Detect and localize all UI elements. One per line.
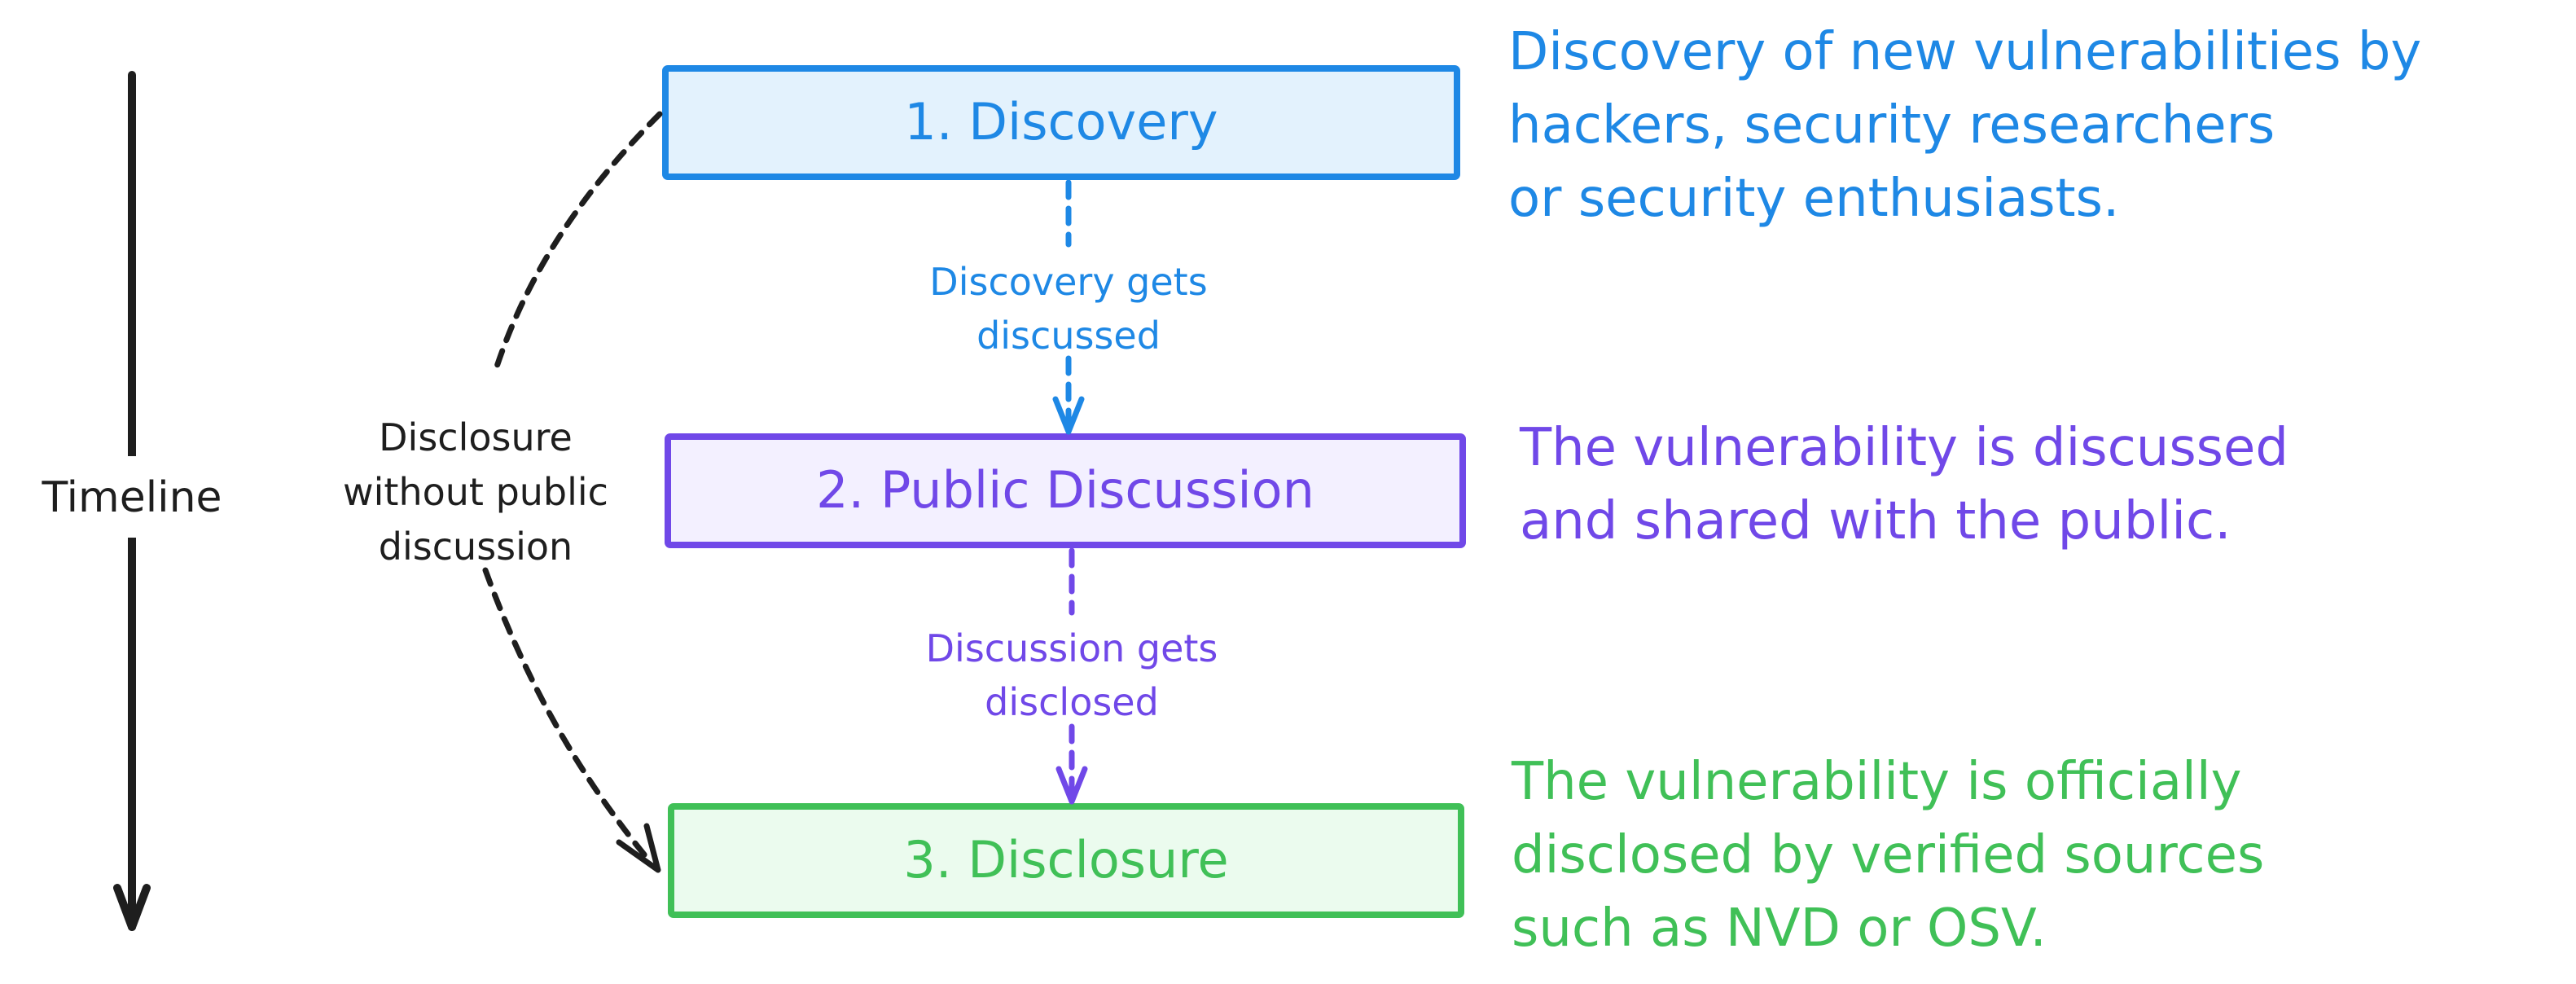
- stage-box-discovery: [662, 65, 1460, 180]
- bypass-arrow: Disclosure without public discussion: [343, 111, 663, 873]
- transition-label-1-line-1: Discovery gets: [929, 260, 1207, 304]
- bypass-arrow-lower: [482, 567, 655, 867]
- note-public-discussion: The vulnerability is discussed and share…: [1519, 418, 2289, 551]
- transition-discovery-to-discussion: Discovery gets discussed: [929, 179, 1208, 435]
- bypass-arrow-head: [616, 823, 661, 873]
- transition-label-2-line-1: Discussion gets: [926, 626, 1218, 670]
- note-public-discussion-line-1: The vulnerability is discussed: [1519, 418, 2289, 478]
- note-disclosure-line-2: disclosed by verified sources: [1512, 825, 2264, 885]
- bypass-arrow-upper: [494, 111, 663, 370]
- note-disclosure-line-3: such as NVD or OSV.: [1512, 898, 2047, 959]
- stage-public-discussion: 2. Public Discussion: [665, 433, 1466, 548]
- timeline-arrow-head: [113, 884, 151, 931]
- bypass-label-line-2: without public: [343, 470, 608, 514]
- note-disclosure-line-1: The vulnerability is officially: [1511, 752, 2241, 812]
- stage-label-discovery: 1. Discovery: [904, 92, 1218, 152]
- note-disclosure: The vulnerability is officially disclose…: [1511, 752, 2264, 959]
- transition-label-2-line-2: disclosed: [985, 680, 1159, 724]
- note-discovery-line-1: Discovery of new vulnerabilities by: [1508, 22, 2421, 82]
- bypass-label-line-3: discussion: [379, 525, 573, 569]
- note-discovery: Discovery of new vulnerabilities by hack…: [1508, 22, 2421, 229]
- stage-discovery: 1. Discovery: [662, 65, 1460, 180]
- note-discovery-line-3: or security enthusiasts.: [1508, 169, 2119, 229]
- transition-label-1-line-2: discussed: [976, 314, 1161, 358]
- note-public-discussion-line-2: and shared with the public.: [1520, 491, 2232, 551]
- stage-box-public-discussion: [665, 433, 1466, 548]
- stage-label-disclosure: 3. Disclosure: [903, 830, 1228, 890]
- timeline-label: Timeline: [41, 473, 222, 522]
- stage-disclosure: 3. Disclosure: [668, 803, 1464, 918]
- note-discovery-line-2: hackers, security researchers: [1508, 95, 2275, 156]
- bypass-label-line-1: Disclosure: [379, 415, 573, 459]
- transition-discussion-to-disclosure: Discussion gets disclosed: [926, 547, 1218, 805]
- stage-box-disclosure: [668, 803, 1464, 918]
- timeline-axis: Timeline: [15, 71, 251, 931]
- transition-arrow-head-2: [1055, 766, 1088, 805]
- transition-arrow-head-1: [1052, 396, 1085, 435]
- stage-label-public-discussion: 2. Public Discussion: [816, 460, 1314, 520]
